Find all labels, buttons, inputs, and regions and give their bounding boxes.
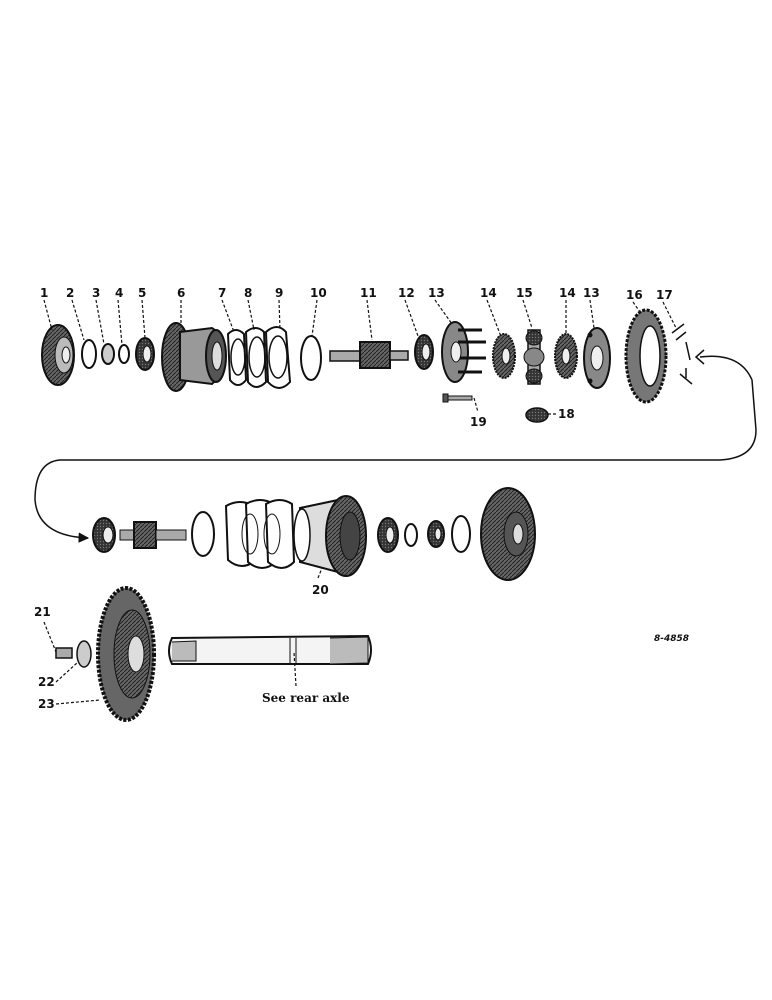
part-5-bearing bbox=[135, 337, 155, 371]
part-end-cover-row2 bbox=[480, 487, 536, 581]
part-20-housing bbox=[293, 495, 367, 577]
callout-17: 17 bbox=[656, 288, 673, 302]
callout-13b: 13 bbox=[583, 286, 600, 300]
part-16-ring-gear bbox=[624, 308, 668, 404]
part-bearing-row2-b bbox=[377, 517, 399, 553]
callout-20: 20 bbox=[312, 583, 329, 597]
callout-14b: 14 bbox=[559, 286, 576, 300]
callout-6: 6 bbox=[177, 286, 185, 300]
part-14-side-gear-b bbox=[554, 333, 578, 379]
part-o-ring-row2 bbox=[191, 511, 215, 557]
part-pinion-shaft-row2 bbox=[119, 521, 187, 549]
callout-21: 21 bbox=[34, 605, 51, 619]
part-2-snap-ring bbox=[81, 339, 97, 369]
callout-16: 16 bbox=[626, 288, 643, 302]
part-17-lock-plates bbox=[671, 323, 693, 385]
callout-14a: 14 bbox=[480, 286, 497, 300]
continuation-line bbox=[34, 355, 757, 543]
part-23-bull-gear bbox=[96, 586, 156, 722]
callout-4: 4 bbox=[115, 286, 123, 300]
callout-19: 19 bbox=[470, 415, 487, 429]
callout-13a: 13 bbox=[428, 286, 445, 300]
callout-18: 18 bbox=[558, 407, 575, 421]
callout-labels: 1 2 3 4 5 6 7 8 9 10 11 12 13 14 15 14 1… bbox=[34, 286, 673, 711]
part-11-pinion-shaft bbox=[329, 341, 409, 369]
part-22-lock-washer bbox=[76, 640, 92, 668]
callout-22: 22 bbox=[38, 675, 55, 689]
callout-23: 23 bbox=[38, 697, 55, 711]
part-15-spider bbox=[523, 329, 545, 385]
callout-2: 2 bbox=[66, 286, 74, 300]
part-washer-row2 bbox=[404, 523, 418, 547]
part-1-end-cover bbox=[41, 324, 75, 386]
callout-8: 8 bbox=[244, 286, 252, 300]
part-7-gasket bbox=[226, 329, 248, 386]
part-gaskets-row2 bbox=[224, 499, 296, 569]
part-9-gasket bbox=[264, 326, 292, 389]
callout-15: 15 bbox=[516, 286, 533, 300]
part-rear-axle-shaft bbox=[168, 634, 372, 665]
part-3-washer bbox=[101, 343, 115, 365]
part-12-bearing bbox=[414, 334, 434, 370]
part-snap-ring-row2 bbox=[451, 515, 471, 553]
part-4-ring bbox=[118, 344, 130, 364]
callout-3: 3 bbox=[92, 286, 100, 300]
callout-11: 11 bbox=[360, 286, 377, 300]
callout-12: 12 bbox=[398, 286, 415, 300]
part-6-carrier-housing bbox=[161, 322, 227, 392]
part-13-diff-case-half-b bbox=[583, 327, 611, 389]
continuation-chevron bbox=[694, 349, 705, 365]
leader-lines bbox=[43, 299, 677, 705]
rear-axle-note: See rear axle bbox=[262, 691, 350, 705]
part-18-pinion bbox=[525, 407, 549, 423]
part-10-o-ring bbox=[300, 335, 322, 381]
part-bearing-row2-c bbox=[427, 520, 445, 548]
part-21-bolt bbox=[55, 647, 73, 659]
part-14-side-gear-a bbox=[492, 333, 516, 379]
part-13-diff-case-half bbox=[441, 321, 486, 383]
part-bearing-row2 bbox=[92, 517, 116, 553]
part-8-gasket bbox=[244, 327, 268, 388]
callout-10: 10 bbox=[310, 286, 327, 300]
drawing-code: 8-4858 bbox=[654, 634, 689, 644]
part-19-bolt bbox=[442, 393, 473, 403]
callout-9: 9 bbox=[275, 286, 283, 300]
callout-5: 5 bbox=[138, 286, 146, 300]
callout-7: 7 bbox=[218, 286, 226, 300]
callout-1: 1 bbox=[40, 286, 48, 300]
